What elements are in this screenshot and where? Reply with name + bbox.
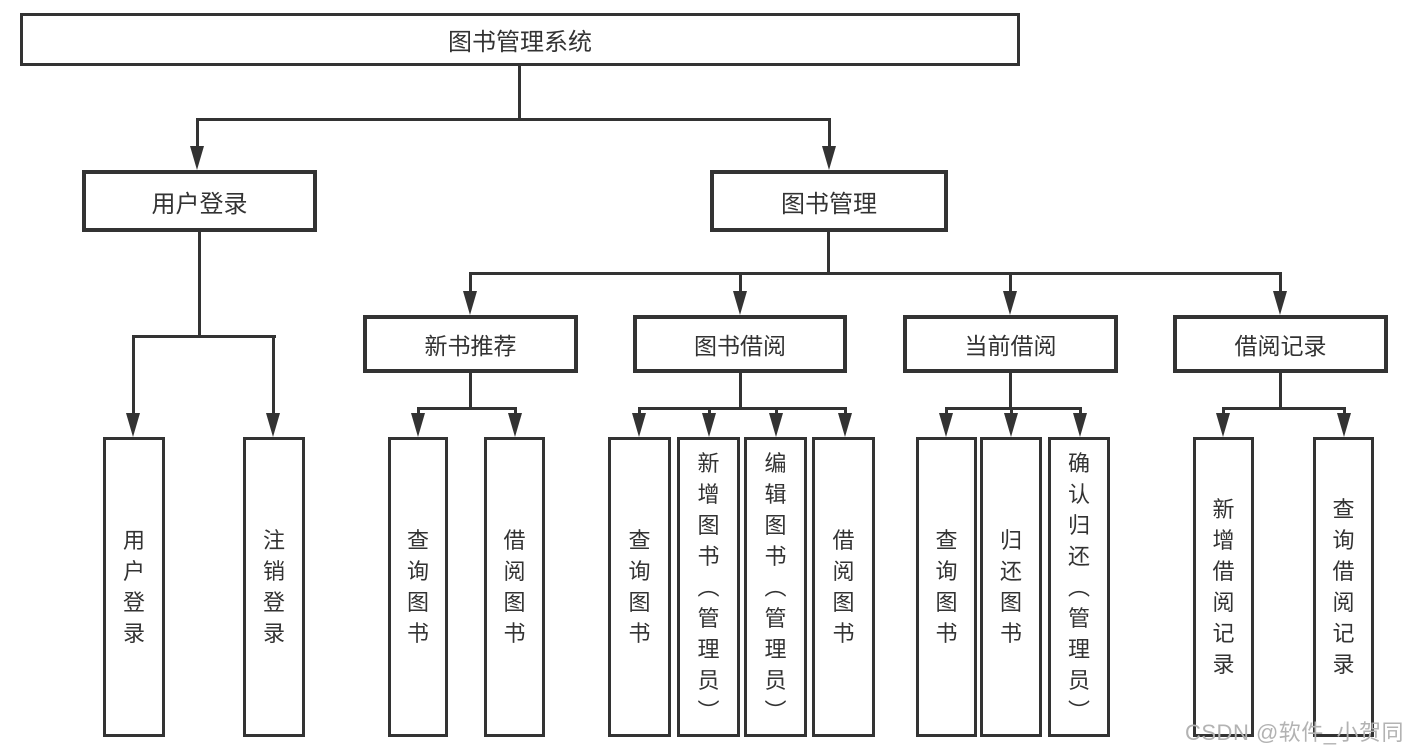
connector-drop-query-record [1343,407,1346,417]
connector-user-login-stem [198,232,201,337]
arrow-to-new-book [463,291,477,315]
connector-book-borrowing-stem [739,373,742,409]
arrow-to-borrowing-records [1273,291,1287,315]
arrow-to-add-books [702,413,716,437]
node-query-borrow-record: 查询借阅记录 [1313,437,1374,737]
arrow-to-current-borrowing [1003,291,1017,315]
arrow-to-user-login-leaf [126,413,140,437]
connector-new-book-bar [417,407,517,410]
connector-root-bar [196,118,831,121]
connector-drop-current-borrowing [1009,272,1012,295]
arrow-to-return-books [1004,413,1018,437]
node-return-books: 归还图书 [980,437,1042,737]
node-query-books-borrowing: 查询图书 [608,437,671,737]
arrow-to-edit-books [769,413,783,437]
arrow-to-query-books-3 [939,413,953,437]
node-add-books-admin: 新增图书︵管理员︶ [677,437,740,737]
node-borrow-books-leaf: 借阅图书 [812,437,875,737]
node-borrow-books-recommend: 借阅图书 [484,437,545,737]
node-book-borrowing: 图书借阅 [633,315,847,373]
connector-root-stem [518,65,521,120]
arrow-to-confirm-return [1073,413,1087,437]
arrow-to-book-borrowing [733,291,747,315]
connector-drop-query-books-3 [945,407,948,417]
arrow-to-borrow-books-2 [838,413,852,437]
connector-current-borrowing-bar [945,407,1082,410]
arrow-to-book-management [822,146,836,170]
connector-drop-edit-books [775,407,778,417]
arrow-to-logout [266,413,280,437]
arrow-to-query-books-2 [632,413,646,437]
node-borrowing-records: 借阅记录 [1173,315,1388,373]
arrow-to-query-record [1337,413,1351,437]
node-current-borrowing: 当前借阅 [903,315,1118,373]
node-add-borrow-record: 新增借阅记录 [1193,437,1254,737]
connector-drop-logout [272,335,275,417]
connector-drop-user-login-leaf [132,335,135,417]
arrow-to-query-books-1 [411,413,425,437]
connector-drop-book-management [828,118,831,154]
connector-drop-borrowing-records [1279,272,1282,295]
arrow-to-user-login [190,146,204,170]
node-confirm-return-admin: 确认归还︵管理员︶ [1048,437,1110,737]
connector-drop-return-books [1010,407,1013,417]
node-logout: 注销登录 [243,437,305,737]
arrow-to-borrow-books-1 [508,413,522,437]
connector-drop-query-books-1 [417,407,420,417]
connector-drop-book-borrowing [739,272,742,295]
connector-book-borrowing-bar [638,407,847,410]
connector-drop-user-login [196,118,199,154]
connector-drop-confirm-return [1079,407,1082,417]
connector-drop-add-record [1222,407,1225,417]
connector-drop-new-book [469,272,472,295]
arrow-to-add-record [1216,413,1230,437]
node-query-books-recommend: 查询图书 [388,437,448,737]
connector-book-management-bar [469,272,1282,275]
connector-drop-borrow-books-1 [514,407,517,417]
connector-borrowing-records-bar [1222,407,1346,410]
connector-new-book-stem [469,373,472,409]
node-book-management: 图书管理 [710,170,948,232]
connector-drop-query-books-2 [638,407,641,417]
node-user-login-leaf: 用户登录 [103,437,165,737]
connector-drop-add-books [708,407,711,417]
node-edit-books-admin: 编辑图书︵管理员︶ [744,437,807,737]
connector-current-borrowing-stem [1009,373,1012,409]
node-library-management-system: 图书管理系统 [20,13,1020,66]
connector-user-login-bar [132,335,276,338]
connector-borrowing-records-stem [1279,373,1282,409]
connector-drop-borrow-books-2 [844,407,847,417]
watermark-text: CSDN @软件_小贺同学 [1185,720,1405,745]
node-user-login: 用户登录 [82,170,317,232]
node-new-book-recommendation: 新书推荐 [363,315,578,373]
connector-book-management-stem [827,232,830,274]
node-query-books-current: 查询图书 [916,437,977,737]
